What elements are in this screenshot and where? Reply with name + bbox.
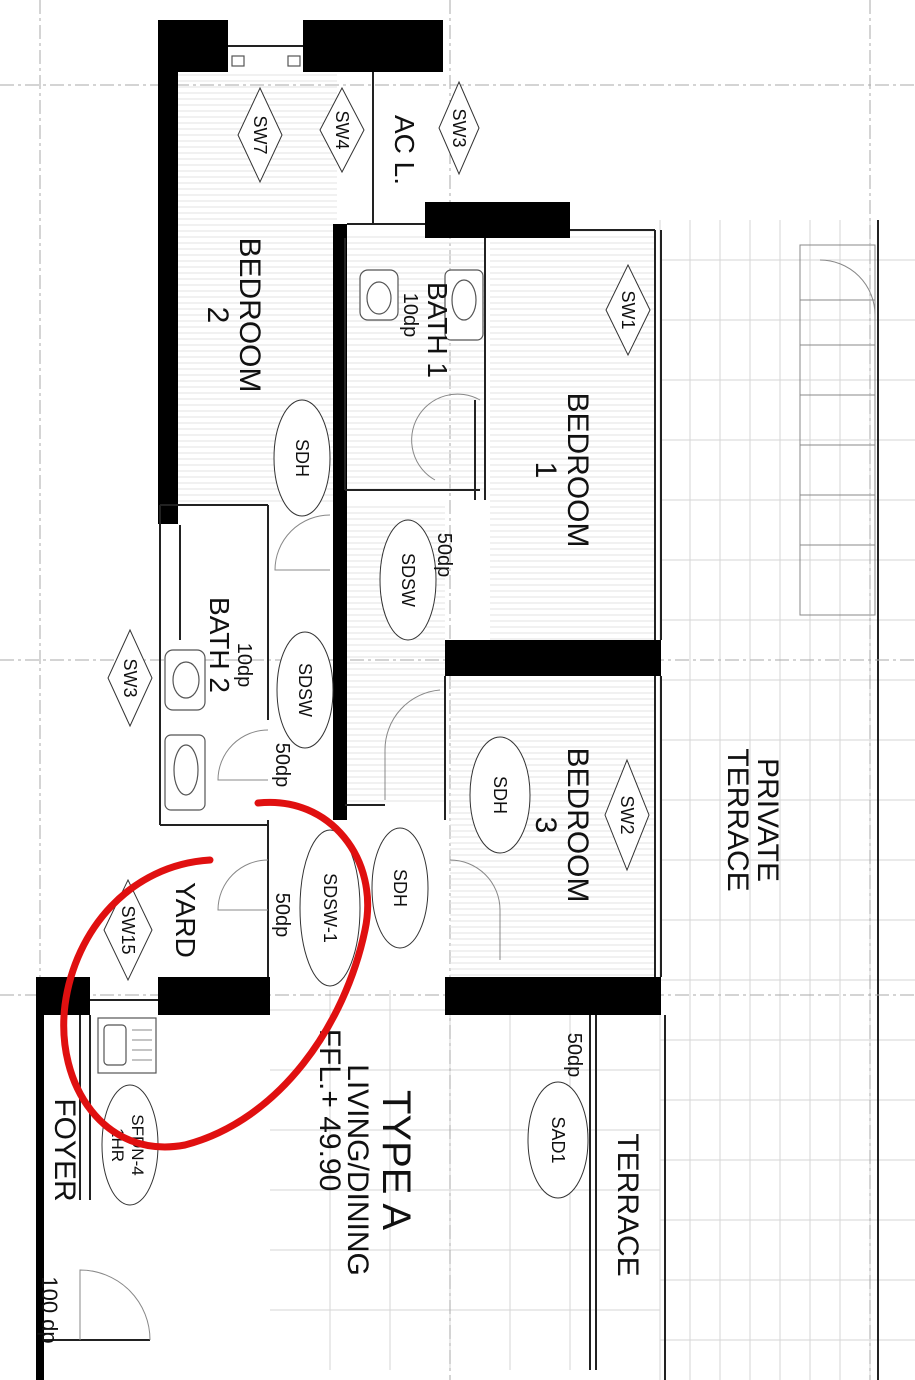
tag-sdh-bedroom2: SDH [273,399,331,517]
svg-text:SW3: SW3 [449,108,469,147]
svg-text:YARD: YARD [170,882,201,958]
tag-sw3-left: SW3 [107,628,153,728]
tag-sdh-bedroom3: SDH [469,736,531,854]
tag-sw3-top: SW3 [438,80,480,176]
svg-text:50dp: 50dp [271,743,293,788]
tag-sdsw-yard: SDSW-1 [299,829,361,987]
tag-sw7: SW7 [237,86,283,184]
label-yard: YARD [170,882,201,958]
wall-top-right-block [303,20,443,72]
label-foyer: FOYER 100 dp [37,1098,81,1343]
svg-text:LIVING/DINING: LIVING/DINING [341,1064,374,1276]
background-grid [270,220,915,1380]
svg-text:50dp: 50dp [563,1033,585,1078]
label-unit-type: TYPE A [374,1090,418,1230]
svg-text:SW4: SW4 [332,110,352,149]
tag-sfdn: SFDN-4 1HR [101,1084,159,1206]
red-markup [60,798,372,1151]
label-terrace: TERRACE [611,1133,644,1276]
wall-top-left-block [158,20,228,72]
tag-sw1: SW1 [605,263,651,357]
svg-text:TERRACE: TERRACE [721,748,754,891]
svg-text:FOYER: FOYER [48,1098,81,1201]
svg-text:SDH: SDH [390,869,410,907]
svg-text:SW7: SW7 [250,115,270,154]
tag-sdsw-bath1: SDSW [379,519,437,641]
svg-text:3: 3 [529,817,562,834]
svg-text:TYPE A: TYPE A [374,1090,418,1230]
svg-text:2: 2 [201,307,234,324]
svg-text:BEDROOM: BEDROOM [561,747,594,902]
label-yard-door-drop: 50dp [271,893,293,938]
wall-yard-right [158,977,270,1015]
wall-bed3-bottom [445,977,661,1015]
svg-text:SW1: SW1 [618,290,638,329]
wall-bath1-top [425,202,570,238]
svg-text:10dp: 10dp [399,293,421,338]
svg-text:50dp: 50dp [433,533,455,578]
tag-sdsw-bath2: SDSW [276,631,334,749]
label-bath1: BATH 1 10dp [399,282,453,378]
label-bedroom3: BEDROOM 3 [529,747,594,902]
label-hall-drop: 50dp [433,533,455,578]
svg-text:PRIVATE: PRIVATE [751,758,784,882]
svg-text:AC L.: AC L. [389,115,420,185]
svg-text:BEDROOM: BEDROOM [233,237,266,392]
svg-text:100 dp: 100 dp [37,1276,62,1343]
label-private-terrace: PRIVATE TERRACE [721,748,784,891]
partitions [44,45,666,1380]
svg-text:1: 1 [529,462,562,479]
label-bedroom2: BEDROOM 2 [201,237,266,392]
label-ac-ledge: AC L. [389,115,420,185]
label-bath2: BATH 2 10dp [204,597,255,693]
door-swings [79,393,501,1341]
svg-text:10dp: 10dp [233,643,255,688]
svg-text:FFL.+ 49.90: FFL.+ 49.90 [313,1029,346,1192]
tag-sdh-hall: SDH [371,827,429,949]
label-bath2-door-drop: 50dp [271,743,293,788]
wall-bedroom2-east [333,224,347,820]
svg-text:SW2: SW2 [617,795,637,834]
wall-bedroom2-west [158,72,178,524]
tag-sad1: SAD1 [527,1081,589,1199]
label-terrace-door-drop: 50dp [563,1033,585,1078]
svg-text:TERRACE: TERRACE [611,1133,644,1276]
markup-circle [60,798,372,1151]
svg-text:SW3: SW3 [120,658,140,697]
tag-sw4: SW4 [319,86,365,174]
svg-text:BATH 1: BATH 1 [422,282,453,378]
svg-text:BEDROOM: BEDROOM [561,392,594,547]
svg-text:SDH: SDH [292,439,312,477]
svg-text:50dp: 50dp [271,893,293,938]
svg-text:SDH: SDH [490,776,510,814]
svg-text:SW15: SW15 [118,905,138,954]
svg-text:SAD1: SAD1 [548,1116,568,1163]
tag-sw2: SW2 [604,758,650,872]
svg-text:SDSW: SDSW [398,553,418,607]
label-living-dining: LIVING/DINING FFL.+ 49.90 [313,1029,374,1276]
wall-bed3-top [445,640,661,676]
svg-text:SDSW: SDSW [295,663,315,717]
svg-text:BATH 2: BATH 2 [204,597,235,693]
label-bedroom1: BEDROOM 1 [529,392,594,547]
wall-foyer-west [36,1015,44,1380]
bath-fixtures [97,269,484,1074]
svg-text:SDSW-1: SDSW-1 [320,873,340,943]
